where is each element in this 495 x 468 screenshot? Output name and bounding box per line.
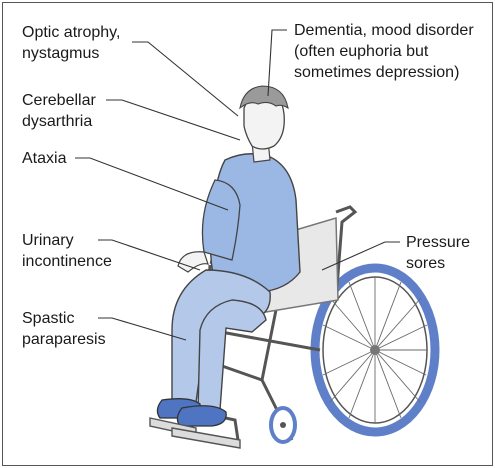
- label-spastic-paraparesis: Spastic paraparesis: [22, 308, 106, 350]
- front-caster: [271, 408, 295, 442]
- leader-dementia: [268, 30, 287, 96]
- leader-cerebellar: [106, 100, 240, 140]
- arm: [202, 180, 240, 260]
- label-dementia: Dementia, mood disorder (often euphoria …: [294, 20, 474, 83]
- label-cerebellar-dysarthria: Cerebellar dysarthria: [22, 90, 96, 132]
- leader-optic: [132, 42, 238, 116]
- label-optic-atrophy: Optic atrophy, nystagmus: [22, 22, 120, 64]
- label-urinary-incontinence: Urinary incontinence: [22, 230, 112, 272]
- leader-ataxia: [75, 158, 228, 210]
- label-pressure-sores: Pressure sores: [406, 232, 470, 274]
- label-ataxia: Ataxia: [22, 148, 66, 169]
